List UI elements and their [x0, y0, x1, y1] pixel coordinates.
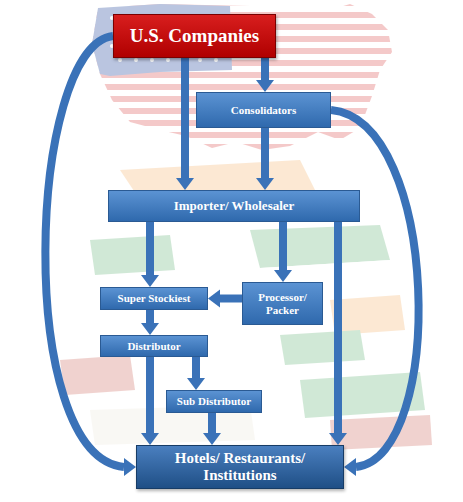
arrow-shaft — [331, 110, 419, 467]
arrow-shaft — [279, 222, 287, 270]
arrow-head — [203, 433, 221, 445]
box-label: Hotels/ Restaurants/ Institutions — [143, 450, 337, 485]
source-box: U.S. Companies — [113, 14, 276, 58]
destination-box: Hotels/ Restaurants/ Institutions — [136, 445, 344, 489]
arrow-head — [124, 458, 136, 476]
process-box: Processor/ Packer — [242, 282, 323, 325]
flow-arrow — [203, 413, 221, 445]
arrow-head — [208, 290, 220, 308]
arrow-shaft — [181, 58, 189, 178]
process-box: Distributor — [100, 335, 208, 357]
arrow-shaft — [192, 357, 200, 378]
box-label: Processor/ Packer — [249, 291, 316, 316]
flow-arrow — [274, 222, 292, 282]
arrow-shaft — [261, 58, 269, 80]
box-label: U.S. Companies — [130, 25, 259, 47]
arrow-shaft — [334, 222, 342, 433]
arrow-shaft — [208, 413, 216, 433]
process-box: Super Stockiest — [100, 287, 208, 310]
arrow-head — [141, 323, 159, 335]
arrow-shaft — [146, 222, 154, 275]
arrow-head — [274, 270, 292, 282]
flow-arrow — [141, 310, 159, 335]
process-box: Importer/ Wholesaler — [108, 190, 360, 222]
flow-arrow — [141, 357, 159, 445]
arrow-head — [329, 433, 347, 445]
box-label: Sub Distributor — [177, 395, 251, 408]
flow-arrow — [331, 110, 419, 476]
flow-arrow — [176, 58, 194, 190]
arrow-head — [344, 458, 356, 476]
arrow-head — [187, 378, 205, 390]
arrow-shaft — [261, 128, 269, 178]
box-label: Importer/ Wholesaler — [174, 199, 295, 214]
arrow-shaft — [45, 36, 124, 467]
process-box: Sub Distributor — [166, 390, 262, 413]
box-label: Distributor — [127, 340, 180, 353]
arrow-shaft — [146, 310, 154, 323]
arrow-head — [256, 80, 274, 92]
box-label: Consolidators — [231, 104, 296, 117]
crowd-flags — [60, 160, 432, 450]
flow-arrow — [45, 36, 136, 476]
arrow-head — [176, 178, 194, 190]
flow-arrow — [187, 357, 205, 390]
flow-arrow — [208, 290, 242, 308]
process-box: Consolidators — [196, 92, 331, 128]
box-label: Super Stockiest — [118, 292, 191, 305]
us-map-flag — [92, 4, 392, 150]
arrow-head — [141, 275, 159, 287]
arrow-shaft — [146, 357, 154, 433]
arrow-head — [256, 178, 274, 190]
flow-arrow — [329, 222, 347, 445]
flow-arrow — [256, 128, 274, 190]
flow-arrow — [256, 58, 274, 92]
arrow-head — [141, 433, 159, 445]
arrow-shaft — [220, 295, 242, 303]
flow-arrow — [141, 222, 159, 287]
